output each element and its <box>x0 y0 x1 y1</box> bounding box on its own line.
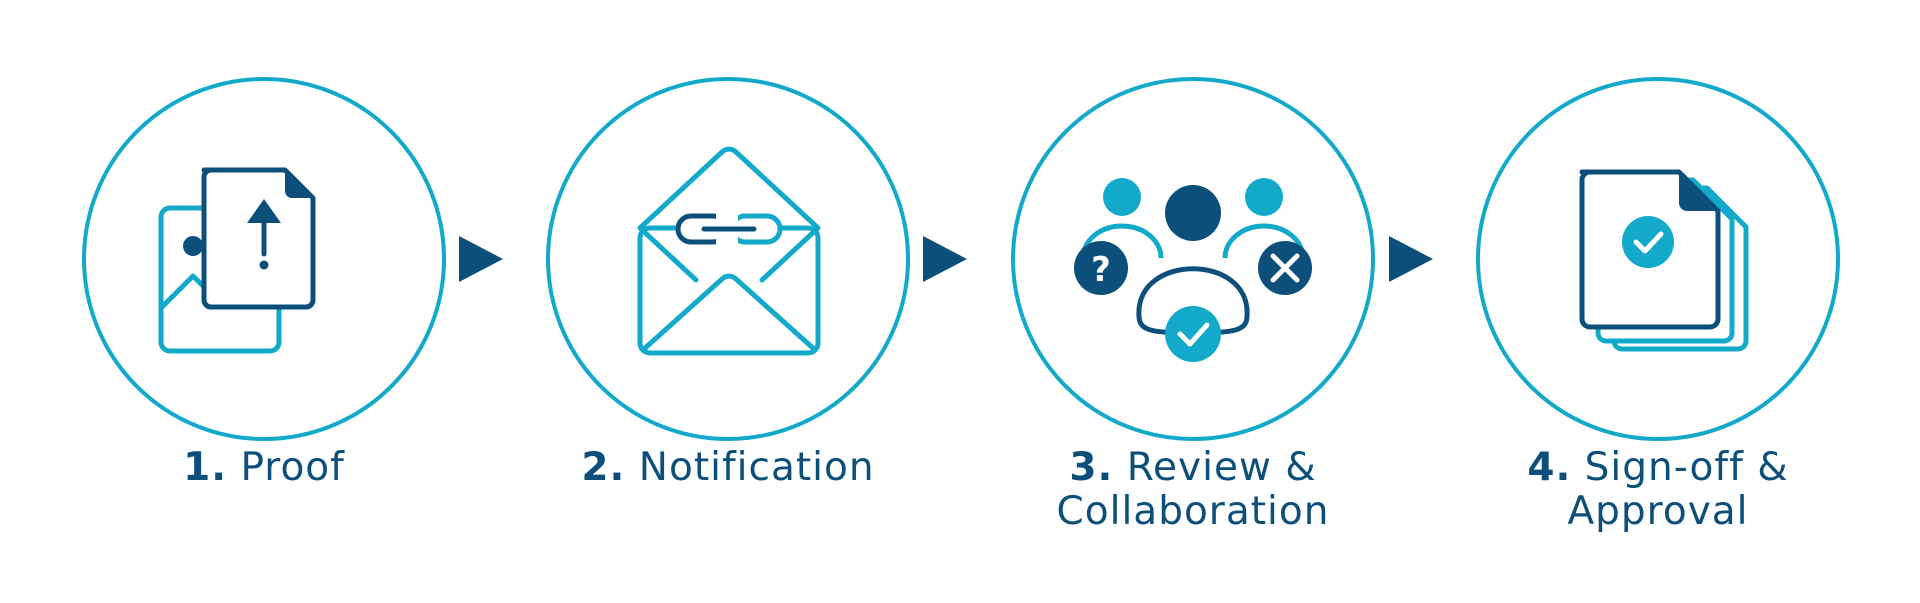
step-label: 3. Review & Collaboration <box>951 446 1435 534</box>
step-label: 1. Proof <box>22 446 506 490</box>
approved-documents-icon <box>1579 169 1749 352</box>
svg-text:?: ? <box>1091 250 1111 290</box>
step-number: 2. <box>581 445 626 490</box>
step-label-line1: Notification <box>638 445 875 490</box>
step-label: 2. Notification <box>486 446 970 490</box>
arrow-right-icon <box>459 236 503 282</box>
step-number: 4. <box>1527 445 1572 490</box>
step-label-line1: Proof <box>240 445 345 490</box>
step-label: 4. Sign-off & Approval <box>1416 446 1900 534</box>
step-number: 3. <box>1069 445 1114 490</box>
arrow-right-icon <box>923 236 967 282</box>
step-label-line2: Collaboration <box>1056 489 1330 534</box>
step-circle <box>1011 77 1375 441</box>
step-number: 1. <box>183 445 228 490</box>
proof-upload-icon <box>158 167 316 354</box>
step-label-line1: Sign-off & <box>1584 445 1789 490</box>
envelope-link-icon <box>637 146 821 356</box>
step-label-line1: Review & <box>1126 445 1317 490</box>
arrow-right-icon <box>1389 236 1433 282</box>
step-label-line2: Approval <box>1567 489 1749 534</box>
review-people-icon: ? <box>1074 178 1312 362</box>
